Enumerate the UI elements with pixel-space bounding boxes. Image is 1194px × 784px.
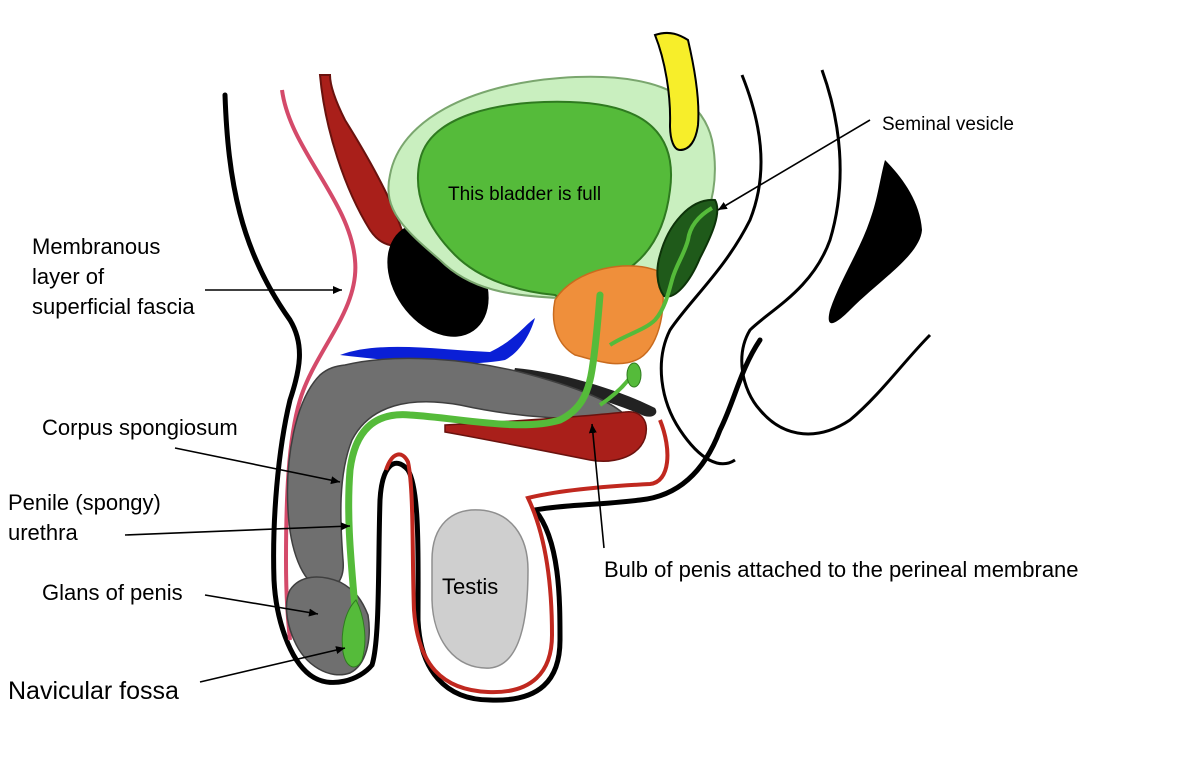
navicular-fossa [341, 599, 366, 668]
coccyx [828, 160, 922, 324]
pointer-bulb [588, 423, 605, 549]
corpus-spongiosum [286, 357, 627, 590]
label-membranous-layer-line-3: superficial fascia [32, 293, 195, 319]
penile-urethra [345, 291, 604, 624]
perineal-membrane [340, 318, 535, 364]
label-seminal-vesicle: Seminal vesicle [882, 114, 1014, 135]
pointer-glans [204, 594, 319, 617]
pointer-seminal-vesicle [717, 119, 871, 211]
testis [431, 509, 529, 669]
label-penile-urethra: Penile (spongy) urethra [8, 488, 161, 548]
pointer-penile-urethra [124, 522, 351, 536]
label-membranous-layer-line-2: layer of [32, 263, 105, 289]
median-umbilical-ligament [653, 31, 700, 152]
label-membranous-layer-line-1: Membranous [32, 234, 161, 259]
rectus-muscle [318, 74, 407, 247]
prostate [552, 265, 664, 365]
label-corpus-spongiosum: Corpus spongiosum [42, 415, 238, 440]
pointer-navicular-fossa [199, 646, 346, 683]
pointer-corpus-spongiosum [174, 447, 341, 485]
label-glans: Glans of penis [42, 580, 183, 605]
label-penile-urethra-line-2: urethra [8, 519, 78, 545]
seminal-vesicle [656, 198, 719, 298]
superficial-fascia-line [280, 89, 358, 641]
posterior-outline-2 [740, 69, 932, 436]
bladder [416, 100, 673, 298]
posterior-outline-1 [659, 74, 763, 466]
label-membranous-layer: Membranous layer of superficial fascia [32, 232, 195, 322]
label-testis: Testis [442, 574, 499, 599]
scrotal-fascia [384, 419, 670, 695]
label-bladder: This bladder is full [448, 184, 602, 205]
label-bulb: Bulb of penis attached to the perineal m… [604, 557, 1079, 582]
ductus-deferens [608, 206, 714, 347]
label-navicular-fossa: Navicular fossa [8, 677, 179, 705]
label-penile-urethra-line-1: Penile (spongy) [8, 490, 161, 515]
bulbourethral-gland [626, 362, 642, 388]
